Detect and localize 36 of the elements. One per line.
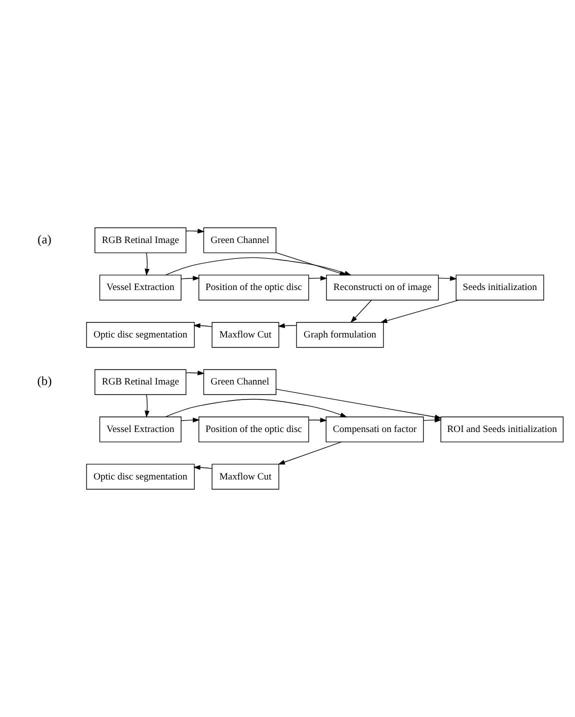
arrow <box>423 418 442 422</box>
arrow <box>438 276 457 281</box>
arrow <box>278 323 297 328</box>
arrow <box>278 442 342 464</box>
arrow <box>193 323 212 328</box>
node-box: RGB Retinal Image <box>94 369 186 395</box>
arrow <box>180 276 200 281</box>
node-box: Optic disc segmentation <box>86 464 195 490</box>
label: (a) <box>38 232 52 246</box>
node-box: Seeds initialization <box>456 274 544 300</box>
arrow <box>180 418 200 423</box>
arrow <box>193 465 212 470</box>
node-box: Graph formulation <box>296 322 384 348</box>
arrow <box>308 418 328 423</box>
node-box: Position of the optic disc <box>198 416 310 442</box>
node-box: Maxflow Cut <box>212 322 280 348</box>
arrow <box>144 252 150 276</box>
arrow <box>380 300 459 324</box>
node-box: RGB Retinal Image <box>94 227 186 254</box>
node-box: Optic disc segmentation <box>86 322 195 348</box>
label: (b) <box>37 374 52 388</box>
node-box: Maxflow Cut <box>212 464 280 490</box>
node-box: ROI and Seeds initialization <box>440 416 564 442</box>
arrow <box>165 398 348 418</box>
node-box: Vessel Extraction <box>99 416 182 442</box>
arrow <box>308 276 328 281</box>
arrow <box>186 228 205 234</box>
node-box: Green Channel <box>203 227 276 254</box>
node-box: Compensati on factor <box>326 416 424 442</box>
node-box: Position of the optic disc <box>198 274 310 300</box>
node-box: Green Channel <box>203 369 276 395</box>
node-box: Reconstructi on of image <box>326 274 439 300</box>
arrow <box>144 394 150 418</box>
arrow <box>186 370 205 376</box>
arrow <box>350 300 372 323</box>
node-box: Vessel Extraction <box>99 274 182 300</box>
